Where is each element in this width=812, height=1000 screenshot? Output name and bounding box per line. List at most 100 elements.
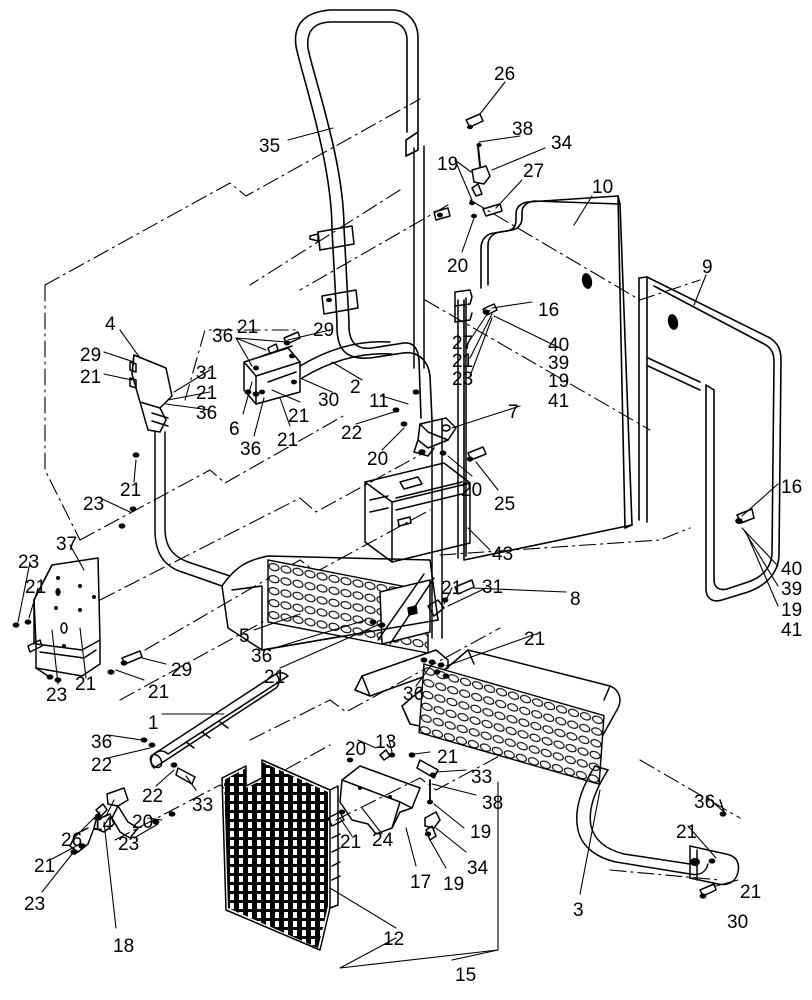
leader-lines [17,81,779,969]
callout-40: 40 [781,559,803,580]
callout-2: 2 [350,377,361,398]
callout-23: 23 [83,494,105,515]
callout-34: 34 [551,133,573,154]
callout-43: 43 [492,544,514,565]
hardware-center-bottom [338,749,441,841]
callout-27: 27 [452,333,474,354]
callout-17: 17 [410,872,432,893]
callout-21: 21 [441,578,463,599]
handrail-clamps [309,225,359,315]
callout-21: 21 [452,351,474,372]
callout-21: 21 [34,856,56,877]
door-frame-10 [463,195,633,561]
hinge-hardware-upper [465,113,503,219]
fasteners-lower-step [420,657,450,679]
callout-23: 23 [46,685,68,706]
callout-1: 1 [148,713,159,734]
rail-3 [576,765,740,899]
callout-41: 41 [781,620,803,641]
callout-23: 23 [118,834,140,855]
handrail-35 [294,9,419,323]
step-braces [354,573,475,697]
step-platform-8 [401,649,621,785]
callout-22: 22 [341,423,363,444]
hinge-plate-7 [413,417,457,457]
callout-23: 23 [24,894,46,915]
callout-19: 19 [470,822,492,843]
latch-mid [433,207,451,221]
linkage-18 [69,787,176,855]
callout-33: 33 [192,795,214,816]
callout-33: 33 [471,767,493,788]
callout-23: 23 [452,369,474,390]
callout-19: 19 [548,371,570,392]
callout-36: 36 [196,403,218,424]
callout-21: 21 [75,674,97,695]
fasteners-left [118,452,140,529]
callout-21: 21 [80,367,102,388]
callout-5: 5 [239,626,250,647]
callout-18: 18 [113,936,135,957]
door-frame-9 [638,276,782,602]
center-post [431,419,443,639]
callout-21: 21 [288,406,310,427]
callout-12: 12 [383,929,405,950]
callout-26: 26 [494,64,516,85]
callout-16: 16 [538,300,560,321]
callout-36: 36 [694,792,716,813]
callout-14: 14 [92,814,114,835]
callout-21: 21 [148,682,170,703]
callout-39: 39 [781,579,803,600]
callout-25: 25 [494,494,516,515]
callout-19: 19 [443,874,465,895]
callout-27: 27 [523,161,545,182]
tube-to-door [299,340,393,379]
door-frame-2 [336,321,433,421]
control-box-43 [364,462,471,563]
callout-36: 36 [403,684,425,705]
callout-20: 20 [345,739,367,760]
callout-19: 19 [437,154,459,175]
callout-36: 36 [251,646,273,667]
callout-30: 30 [318,390,340,411]
plate-24 [327,765,421,835]
callout-21: 21 [120,480,142,501]
callout-7: 7 [508,402,519,423]
lever-4 [129,354,173,433]
fasteners-20-25 [439,446,487,462]
callout-39: 39 [548,353,570,374]
callout-38: 38 [482,793,504,814]
callout-21: 21 [264,667,286,688]
assembly-reference-lines [44,98,741,881]
callout-35: 35 [259,136,281,157]
callout-36: 36 [91,732,113,753]
step-platform-5 [221,555,439,654]
callout-30: 30 [727,912,749,933]
callout-4: 4 [105,314,116,335]
callout-22: 22 [142,786,164,807]
callout-11: 11 [369,391,389,412]
callout-20: 20 [447,256,469,277]
callout-34: 34 [467,858,489,879]
callout-20: 20 [461,480,483,501]
callout-21: 21 [237,317,259,338]
callout-21: 21 [676,822,698,843]
callout-26: 26 [61,830,83,851]
callout-21: 21 [740,882,762,903]
bracket-30 [243,331,301,405]
callout-20: 20 [367,449,389,470]
callout-29: 29 [313,320,335,341]
callout-9: 9 [702,257,713,278]
callout-8: 8 [570,589,581,610]
bent-tube-left [154,431,231,587]
callout-41: 41 [548,391,570,412]
callout-24: 24 [372,830,394,851]
callout-31: 31 [196,363,218,384]
callout-21: 21 [25,577,47,598]
callout-29: 29 [171,660,193,681]
callout-3: 3 [573,900,584,921]
callout-21: 21 [340,832,362,853]
callout-21: 21 [524,629,546,650]
